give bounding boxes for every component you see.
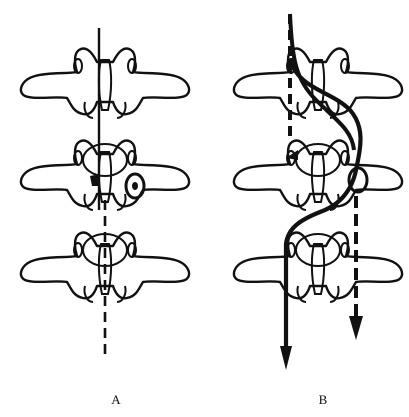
panel-a-drawing [21, 28, 189, 360]
panel-b-drawing [234, 14, 402, 370]
panel-b-disc-lower [296, 234, 340, 266]
panel-b-left-arrowhead [280, 346, 292, 370]
panel-a-nerve-root-right-core [132, 182, 138, 190]
panel-b-crossing-path-right [290, 14, 354, 150]
panel-label-b: B [313, 392, 333, 408]
panel-a-disc-upper [83, 144, 127, 176]
panel-a-vertebra-upper [21, 49, 189, 119]
panel-b-vertebra-upper [234, 49, 402, 119]
panel-b-right-arrowhead [349, 316, 363, 340]
panel-b-vertebra-lower [234, 233, 402, 303]
panel-b-disc-upper [296, 144, 340, 176]
panel-label-a: A [106, 392, 126, 408]
